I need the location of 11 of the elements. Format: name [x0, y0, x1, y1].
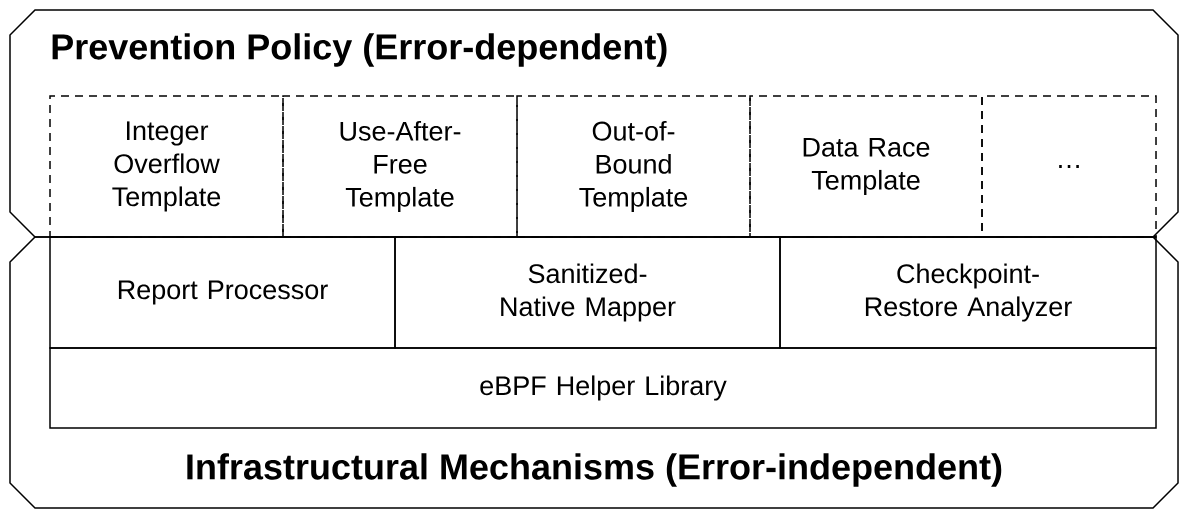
layer-title: Infrastructural Mechanisms (Error-independent): [187, 453, 1002, 487]
component-box: Checkpoint-Restore Analyzer: [779, 236, 1157, 349]
template-cell: Use-After-Free Template: [282, 95, 518, 238]
template-cell: Out-of-Bound Template: [516, 95, 751, 238]
layer-title: Prevention Policy (Error-dependent): [52, 33, 667, 67]
component-box: Sanitized-Native Mapper: [394, 236, 781, 349]
template-cell: …: [981, 95, 1157, 238]
template-cell: Data Race Template: [749, 95, 983, 238]
component-box: Report Processor: [49, 236, 396, 349]
template-cell: Integer Overflow Template: [49, 95, 284, 238]
component-box: eBPF Helper Library: [49, 347, 1157, 429]
